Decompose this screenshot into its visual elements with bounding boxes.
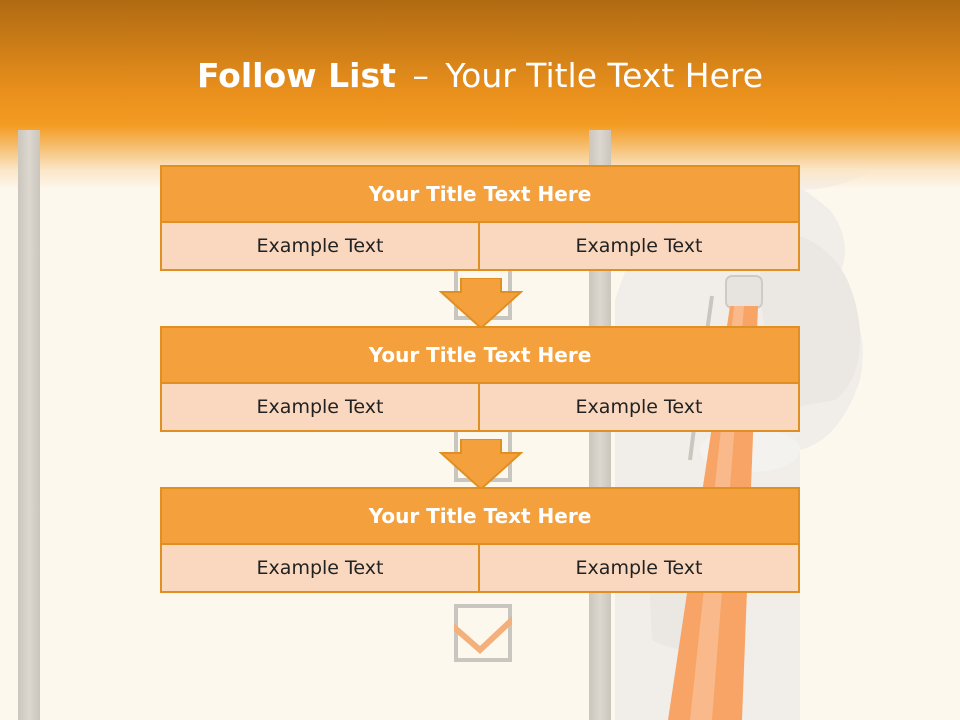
checkmark-icon: [454, 615, 512, 655]
title-rest: Your Title Text Here: [445, 56, 764, 95]
title-separator: –: [412, 56, 429, 95]
block-cell-left: Example Text: [160, 223, 480, 271]
block-cell-right: Example Text: [478, 545, 800, 593]
block-row: Example Text Example Text: [160, 384, 800, 432]
block-title: Your Title Text Here: [160, 326, 800, 384]
header-band: [0, 0, 960, 190]
block-title: Your Title Text Here: [160, 487, 800, 545]
block-row: Example Text Example Text: [160, 545, 800, 593]
block-cell-left: Example Text: [160, 384, 480, 432]
slide-title: Follow List – Your Title Text Here: [0, 52, 960, 100]
down-arrow-icon: [439, 439, 523, 489]
block-cell-left: Example Text: [160, 545, 480, 593]
step-block: Your Title Text Here Example Text Exampl…: [160, 326, 800, 432]
step-block: Your Title Text Here Example Text Exampl…: [160, 487, 800, 593]
block-title: Your Title Text Here: [160, 165, 800, 223]
checkbox-icon: [454, 604, 512, 662]
block-cell-right: Example Text: [478, 384, 800, 432]
block-cell-right: Example Text: [478, 223, 800, 271]
block-row: Example Text Example Text: [160, 223, 800, 271]
left-pole: [18, 130, 40, 720]
step-block: Your Title Text Here Example Text Exampl…: [160, 165, 800, 271]
down-arrow-icon: [439, 278, 523, 328]
title-bold: Follow List: [196, 56, 396, 95]
